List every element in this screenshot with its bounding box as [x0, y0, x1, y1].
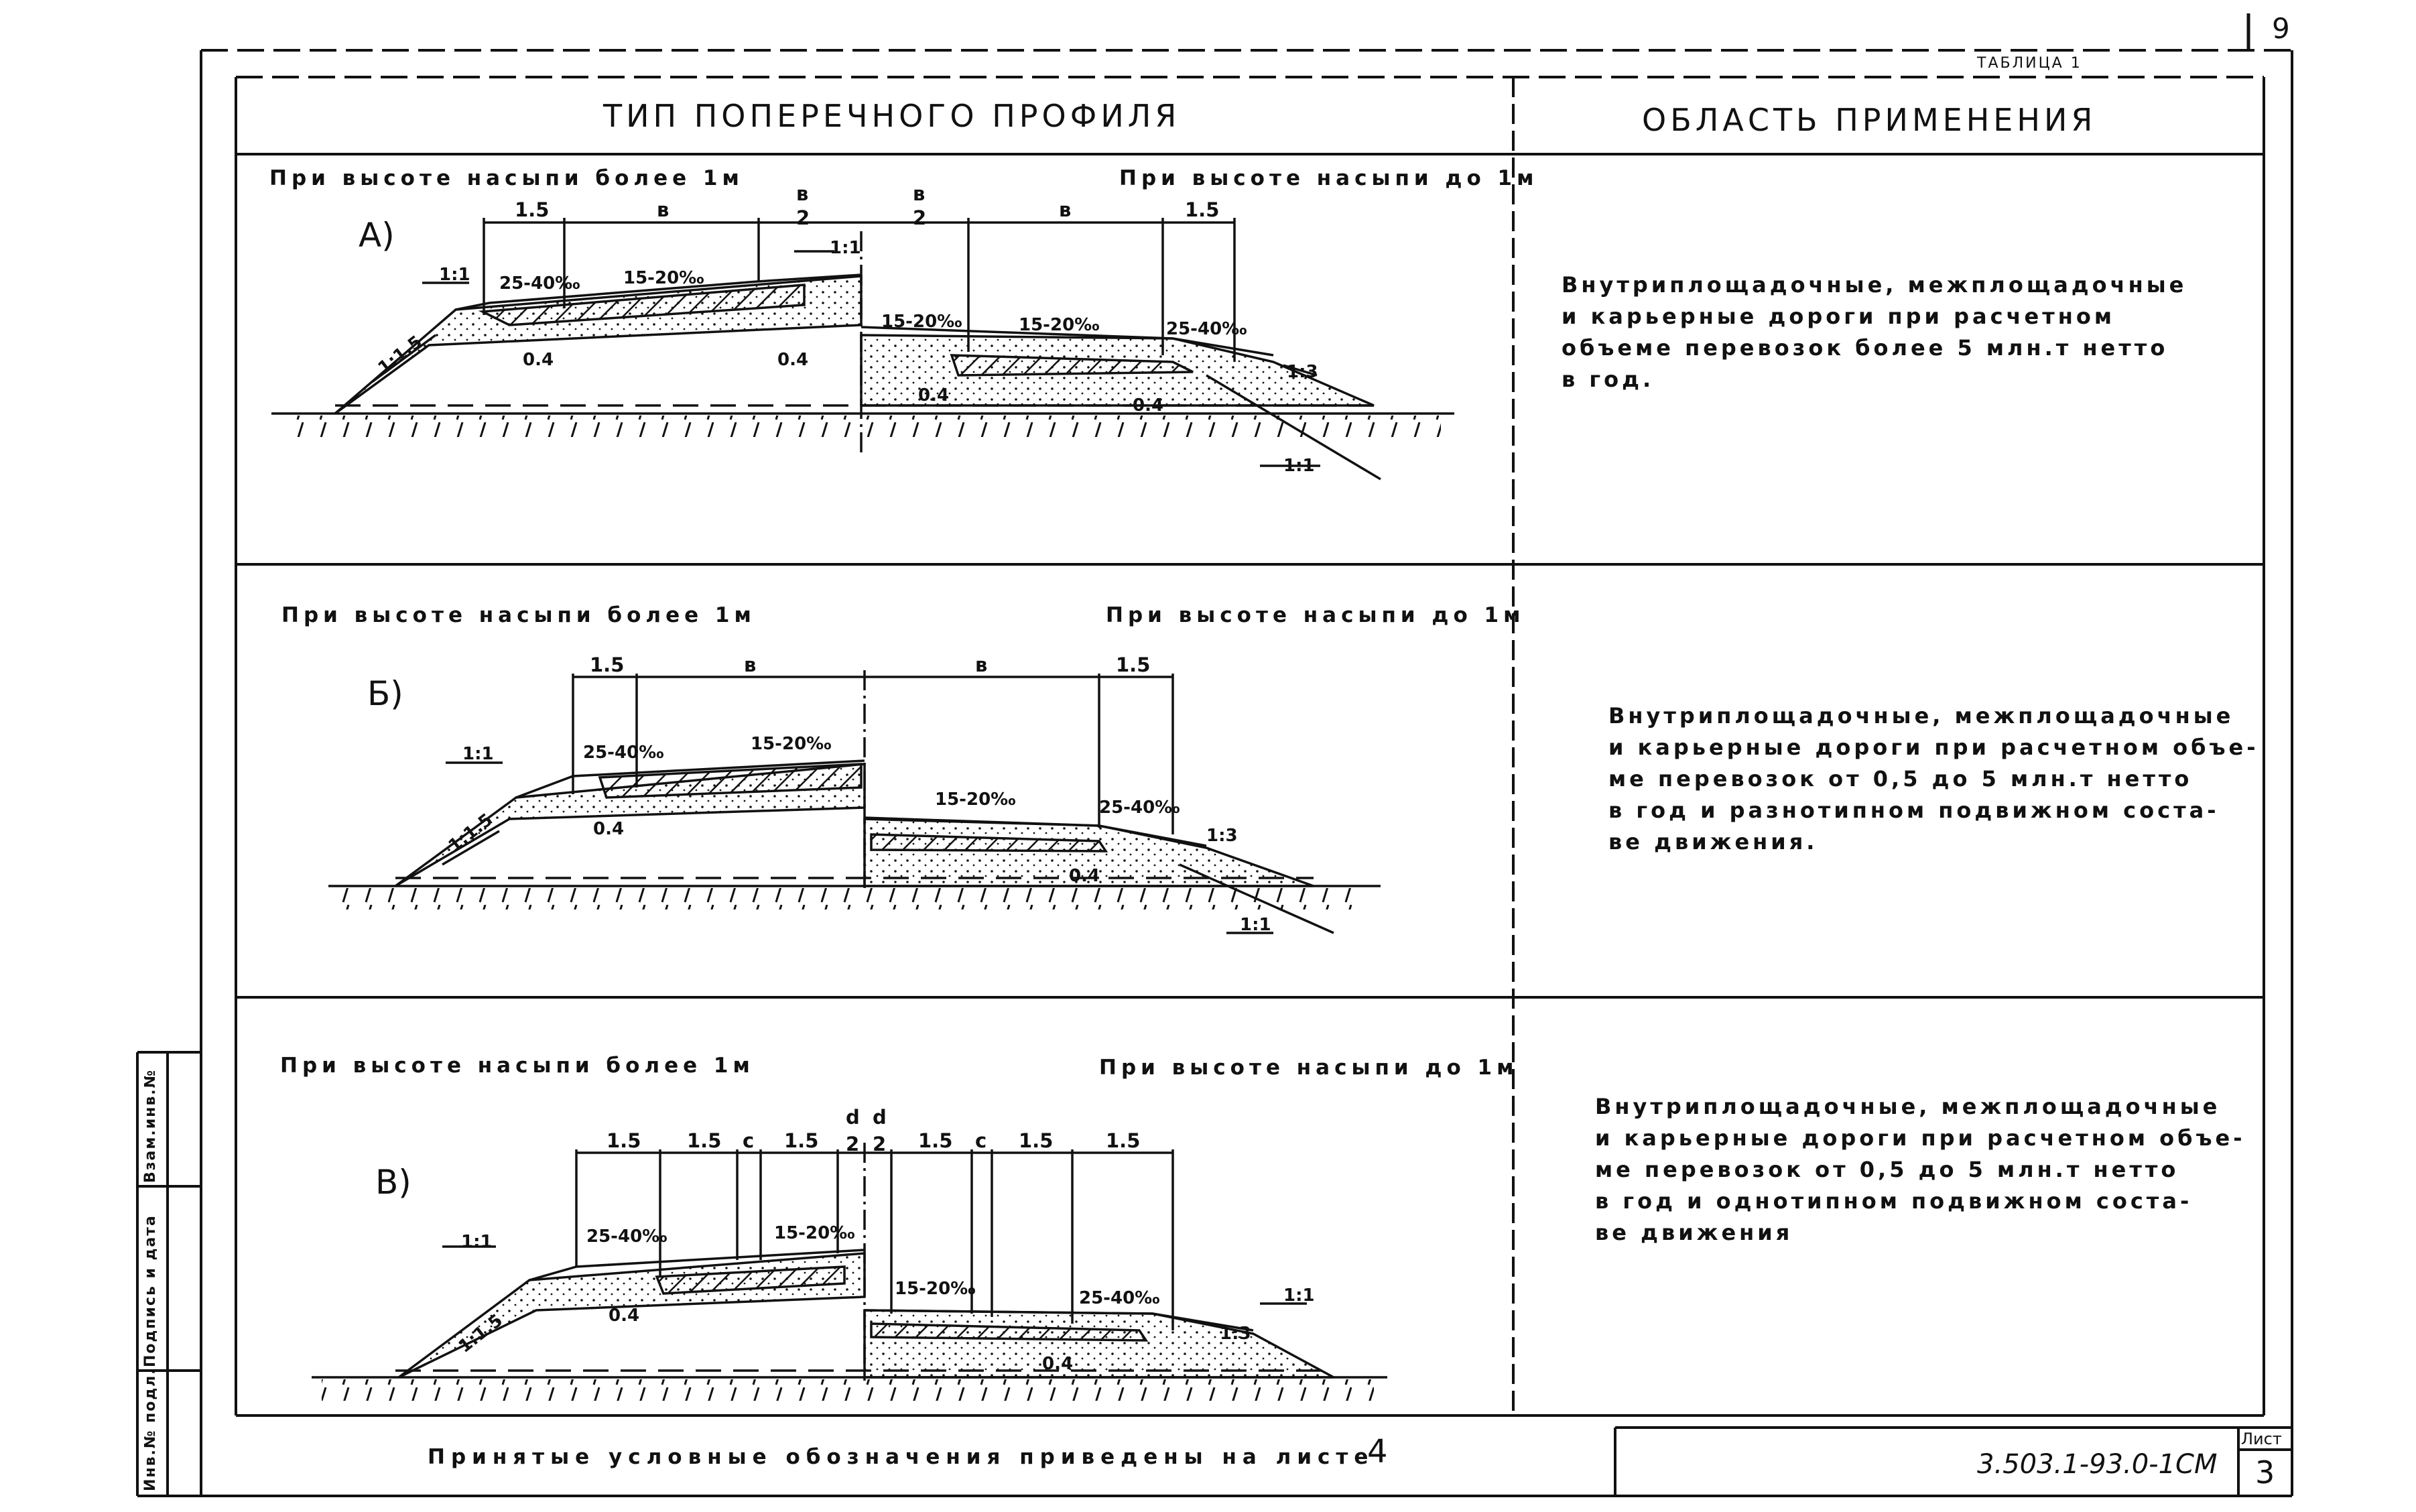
- row-c-dim: 1.5: [607, 1129, 641, 1152]
- row-b-thickness: 0.4: [593, 819, 625, 839]
- row-a-grade: 15-20‰: [623, 268, 704, 288]
- stamp-signature-date: Подпись и дата: [142, 1214, 159, 1367]
- profile-b: [328, 670, 1381, 934]
- row-a-dim: 1.5: [515, 198, 550, 221]
- row-b-letter: Б): [367, 674, 403, 713]
- row-b-dim: в: [975, 653, 988, 676]
- row-c-grade: 25-40‰: [1079, 1288, 1160, 1308]
- row-c-left-caption: При высоте насыпи более 1м: [280, 1054, 755, 1078]
- row-c-letter: В): [375, 1163, 411, 1202]
- row-a-grade: 15-20‰: [1019, 315, 1100, 335]
- row-a-left-caption: При высоте насыпи более 1м: [269, 166, 744, 190]
- row-b-thickness: 0.4: [1069, 866, 1100, 886]
- row-a-right-caption: При высоте насыпи до 1м: [1119, 166, 1539, 190]
- row-a-dim: 2: [913, 206, 927, 229]
- header-application: ОБЛАСТЬ ПРИМЕНЕНИЯ: [1642, 102, 2097, 138]
- row-a-letter: А): [359, 216, 395, 255]
- row-b-slope: 1:1: [1240, 915, 1271, 935]
- footer-note-sheet: 4: [1367, 1433, 1388, 1470]
- row-a-slope: 1:1: [830, 238, 861, 258]
- row-c-grade: 25-40‰: [586, 1226, 667, 1247]
- row-c-slope: 1:1: [461, 1232, 493, 1252]
- row-b-grade: 15-20‰: [935, 790, 1016, 810]
- profile-c: [312, 1143, 1387, 1401]
- table-tag: ТАБЛИЦА 1: [1977, 55, 2082, 72]
- row-c-dim: 2: [846, 1133, 860, 1155]
- row-b-dim: в: [744, 653, 757, 676]
- row-c-slope: 1:1: [1283, 1285, 1315, 1306]
- row-b-slope: 1:3: [1206, 826, 1238, 846]
- row-a-dim: в: [796, 182, 809, 205]
- row-a-grade: 15-20‰: [881, 312, 962, 332]
- row-c-dim: d: [873, 1106, 887, 1129]
- row-a-grade: 25-40‰: [499, 273, 580, 294]
- sheet-label: Лист: [2241, 1430, 2282, 1448]
- row-b-grade: 25-40‰: [1099, 798, 1180, 818]
- row-b-grade: 25-40‰: [583, 743, 664, 763]
- row-c-dim: 1.5: [784, 1129, 819, 1152]
- row-a-dim: 1.5: [1185, 198, 1220, 221]
- row-c-dim: с: [743, 1129, 755, 1152]
- row-c-dim: 1.5: [918, 1129, 953, 1152]
- row-a-thickness: 0.4: [918, 385, 950, 405]
- row-c-application: Внутриплощадочные, межплощадочные и карь…: [1595, 1094, 2246, 1245]
- row-b-dim: 1.5: [1116, 653, 1151, 676]
- row-c-right-caption: При высоте насыпи до 1м: [1099, 1056, 1519, 1080]
- row-c-dim: 1.5: [1019, 1129, 1054, 1152]
- row-b-application: Внутриплощадочные, межплощадочные и карь…: [1608, 703, 2259, 855]
- row-a-dim: в: [657, 198, 670, 221]
- row-b-dim: 1.5: [590, 653, 625, 676]
- row-a-thickness: 0.4: [1133, 395, 1164, 416]
- row-b-right-caption: При высоте насыпи до 1м: [1106, 603, 1525, 627]
- row-c-dim: d: [846, 1106, 860, 1129]
- row-c-thickness: 0.4: [1042, 1354, 1074, 1374]
- corner-sheet-number: 9: [2272, 12, 2290, 45]
- row-c-dim: 2: [873, 1133, 887, 1155]
- row-a-thickness: 0.4: [523, 350, 554, 370]
- row-a-slope: 1:1: [439, 265, 470, 285]
- row-c-thickness: 0.4: [609, 1306, 640, 1326]
- row-a-grade: 25-40‰: [1166, 319, 1247, 339]
- row-a-dim: 2: [796, 206, 810, 229]
- profile-a: [271, 218, 1454, 481]
- row-c-dim: 1.5: [1106, 1129, 1141, 1152]
- row-b-slope: 1:1: [462, 744, 494, 764]
- stamp-replacement-inv: Взам.инв.№: [142, 1068, 159, 1183]
- row-a-slope: 1:1: [1283, 456, 1315, 476]
- row-c-slope: 1:3: [1220, 1324, 1251, 1344]
- stamp-inv-no: Инв.№ подл.: [142, 1367, 159, 1491]
- row-a-dim: в: [1059, 198, 1072, 221]
- row-c-dim: 1.5: [687, 1129, 722, 1152]
- document-code: 3.503.1-93.0-1СМ: [1977, 1449, 2218, 1480]
- row-b-grade: 15-20‰: [751, 734, 832, 754]
- row-a-slope: 1:3: [1287, 362, 1318, 382]
- header-profile-type: ТИП ПОПЕРЕЧНОГО ПРОФИЛЯ: [603, 98, 1181, 134]
- row-c-grade: 15-20‰: [774, 1223, 855, 1243]
- row-c-dim: с: [975, 1129, 987, 1152]
- sheet-number: 3: [2255, 1454, 2275, 1491]
- row-b-left-caption: При высоте насыпи более 1м: [281, 603, 756, 627]
- row-a-application: Внутриплощадочные, межплощадочные и карь…: [1562, 272, 2187, 392]
- row-a-dim: в: [913, 182, 926, 205]
- row-c-grade: 15-20‰: [895, 1279, 976, 1299]
- row-a-thickness: 0.4: [777, 350, 809, 370]
- footer-note: Принятые условные обозначения приведены …: [428, 1445, 1375, 1469]
